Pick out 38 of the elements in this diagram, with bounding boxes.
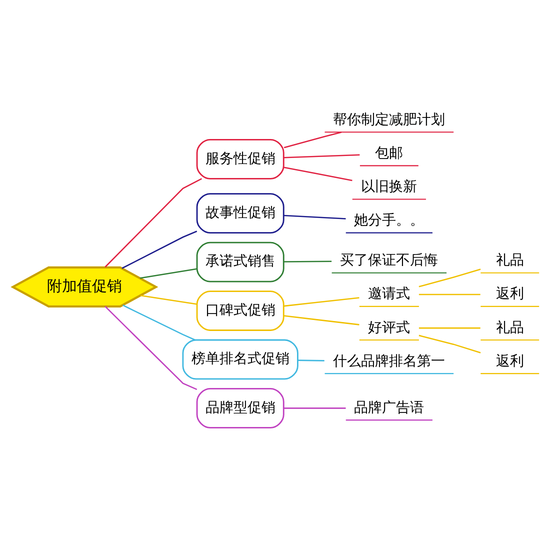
connector [418,326,480,328]
node-box: 承诺式销售 [196,241,284,282]
node-text: 她分手。。 [354,212,424,228]
connector [284,154,360,158]
node-text: 买了保证不后悔 [340,252,438,268]
connector [140,268,197,278]
node-text: 好评式 [368,319,410,336]
connector [122,304,196,340]
connector [418,293,480,295]
node-text: 帮你制定减肥计划 [333,111,446,128]
node-text: 品牌广告语 [354,399,424,416]
node-box: 服务性促销 [196,138,284,179]
connector [284,214,346,219]
node-box: 榜单排名式促销 [182,338,298,380]
connector [122,230,198,268]
node-text: 返利 [496,286,524,302]
connector [104,178,202,267]
connector [284,296,360,306]
node-text: 包邮 [375,144,404,161]
node-text: 以旧换新 [361,178,418,195]
node-text: 邀请式 [368,286,410,302]
connector [418,334,481,353]
node-text: 礼品 [496,252,524,268]
node-text: 返利 [496,352,524,369]
node-text: 什么品牌排名第一 [333,352,446,369]
node-text: 礼品 [496,319,524,336]
connector [104,305,198,390]
connector [284,166,352,181]
connector [284,314,360,325]
node-box: 品牌型促销 [196,388,284,428]
connector [284,407,346,408]
connector [140,294,197,304]
connector [418,268,481,287]
node-box: 口碑式促销 [196,290,284,330]
connector [298,359,324,361]
node-box: 故事性促销 [196,192,284,234]
connector [284,131,342,148]
connector [284,260,332,262]
